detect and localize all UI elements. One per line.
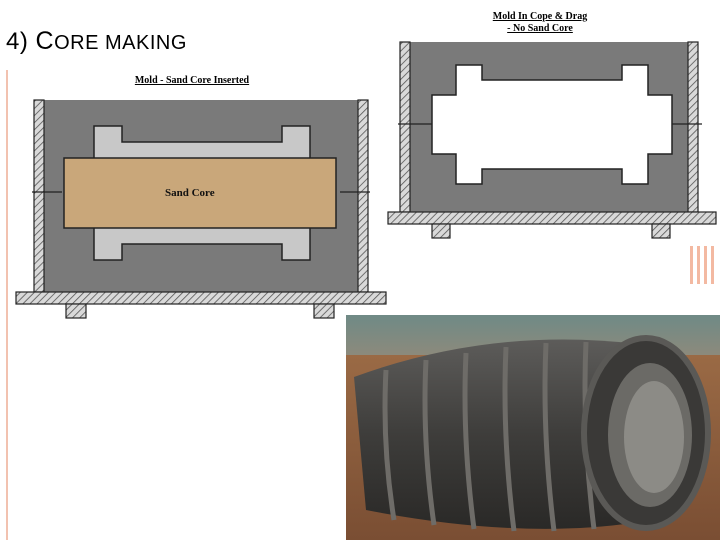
mold-base-plate	[15, 291, 387, 305]
steel-pipe-mold-photo	[346, 315, 720, 540]
mold-left-wall-2	[399, 41, 411, 213]
mold-foot-left	[65, 303, 87, 319]
mold-right-wall	[357, 99, 369, 293]
slide-left-rule	[6, 70, 8, 540]
slide-title: 4) CORE MAKING	[6, 27, 187, 56]
mold-cavity-empty	[431, 64, 673, 185]
mold-foot-left-2	[431, 223, 451, 239]
title-first-letter: C	[35, 27, 55, 55]
decorative-stripes	[688, 246, 718, 284]
mold-without-core-diagram	[387, 41, 717, 239]
title-number: 4)	[6, 28, 29, 55]
mold-right-wall-2	[687, 41, 699, 213]
left-diagram-label: Mold - Sand Core Inserted	[134, 75, 250, 86]
mold-base-plate-2	[387, 211, 717, 225]
mold-foot-right	[313, 303, 335, 319]
sand-core-label: Sand Core	[165, 187, 215, 199]
mold-foot-right-2	[651, 223, 671, 239]
right-diagram-label: Mold In Cope & Drag - No Sand Core	[492, 11, 588, 34]
mold-left-wall	[33, 99, 45, 293]
mold-with-core-diagram: Sand Core	[15, 99, 387, 319]
title-rest: ORE MAKING	[54, 32, 187, 54]
sand-core	[63, 157, 337, 229]
